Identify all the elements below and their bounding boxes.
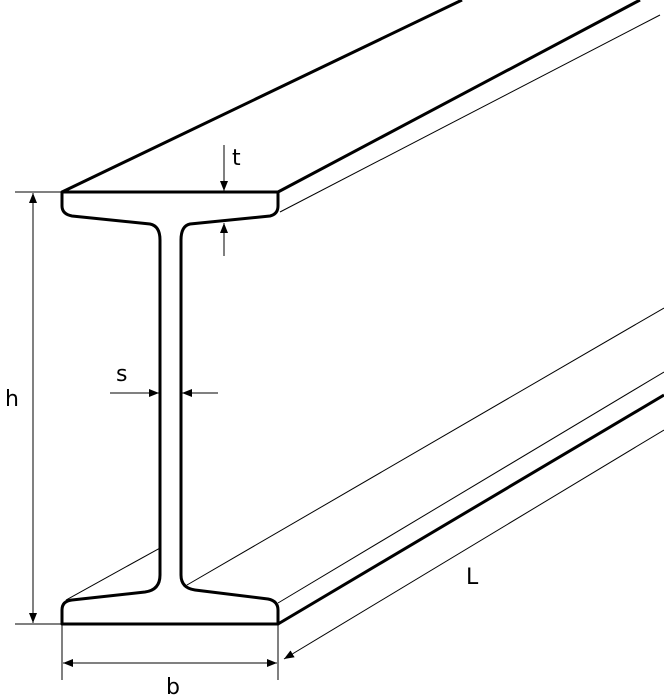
bottom-flange-upper-edge (277, 371, 664, 604)
web-thickness-label: s (116, 362, 127, 387)
i-beam-cross-section (60, 190, 280, 626)
height-dimension (15, 191, 62, 625)
width-label: b (166, 675, 180, 696)
bottom-right-edge (277, 393, 664, 626)
web-hidden-edge-left (65, 547, 161, 601)
height-label: h (5, 387, 19, 412)
top-left-edge (61, 0, 463, 194)
width-dimension (61, 624, 279, 680)
length-label: L (466, 565, 479, 590)
length-dimension (283, 429, 664, 660)
web-edge (186, 307, 664, 586)
beam-edges (61, 0, 664, 626)
flange-thickness-label: t (232, 146, 241, 171)
top-right-edge (277, 0, 641, 194)
top-flange-lower-edge (279, 14, 661, 213)
